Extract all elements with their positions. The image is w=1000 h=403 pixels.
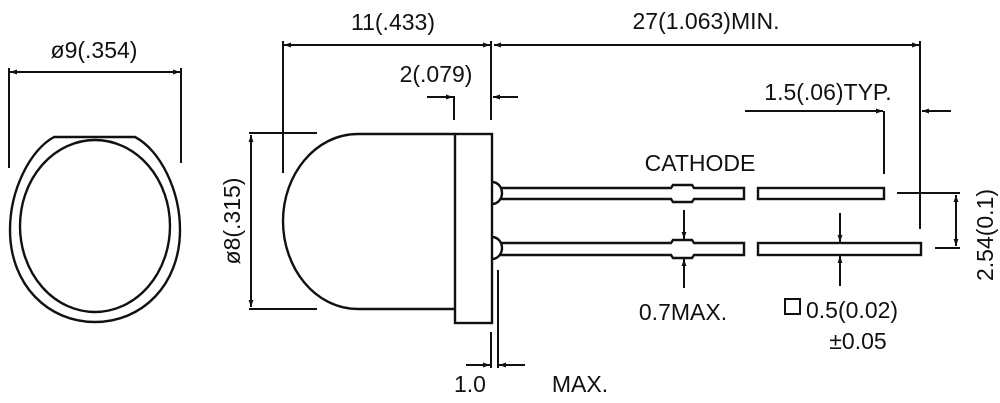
standoff-value: 1.0 bbox=[454, 371, 486, 397]
standoff-suffix: MAX. bbox=[552, 371, 608, 397]
lead-pitch-label: 2.54(0.1) bbox=[972, 189, 998, 281]
anode-lead bbox=[500, 238, 746, 260]
square-section-icon bbox=[784, 298, 801, 315]
cathode-lead bbox=[500, 183, 746, 204]
body-diameter-label: ø8(.315) bbox=[219, 178, 245, 265]
lead-width-label: 0.7MAX. bbox=[639, 299, 727, 325]
lead-tip-label: 1.5(.06)TYP. bbox=[764, 79, 891, 105]
lens-dome bbox=[281, 132, 455, 311]
lead-bump-bottom bbox=[491, 235, 504, 261]
front-view: ø9(.354) bbox=[8, 37, 182, 324]
front-outer-outline bbox=[8, 135, 182, 324]
flange-label: 2(.079) bbox=[400, 61, 473, 87]
lead-square-label: 0.5(0.02) bbox=[806, 297, 898, 323]
lead-bump-top bbox=[491, 180, 504, 206]
cathode-label: CATHODE bbox=[645, 150, 756, 176]
front-diameter-label: ø9(.354) bbox=[51, 37, 138, 63]
body-length-label: 11(.433) bbox=[351, 9, 435, 35]
anode-lead-tip bbox=[756, 241, 923, 257]
flange bbox=[453, 132, 494, 325]
cathode-lead-tip bbox=[756, 186, 886, 201]
lead-length-label: 27(1.063)MIN. bbox=[632, 8, 779, 34]
side-view: ø8(.315) 11(.433) 2(.079) 27(1.063)MIN. … bbox=[219, 8, 998, 397]
lead-square-tolerance: ±0.05 bbox=[829, 328, 886, 354]
front-inner-outline bbox=[18, 138, 172, 314]
